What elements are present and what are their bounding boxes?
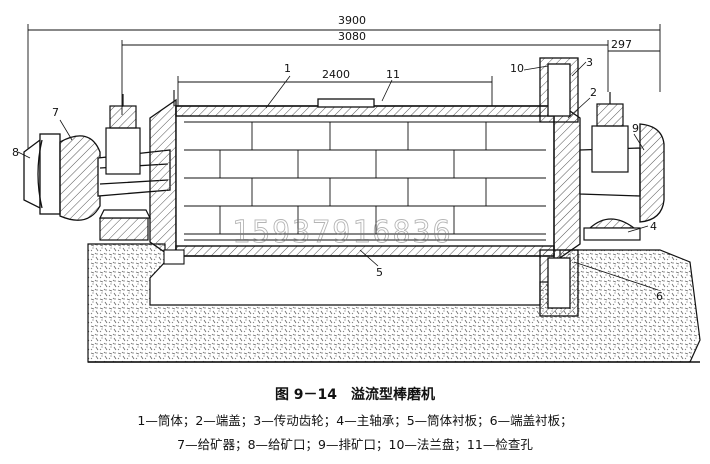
left-bearing xyxy=(99,94,151,241)
watermark-text: 15937916836 xyxy=(232,215,453,250)
shell-brackets xyxy=(163,90,185,265)
part-number-8: 8 xyxy=(12,146,19,159)
leader-lines xyxy=(17,61,659,291)
dimension-label: 297 xyxy=(611,38,632,51)
part-number-5: 5 xyxy=(376,266,383,279)
right-bearing xyxy=(583,92,641,241)
part-number-2: 2 xyxy=(590,86,597,99)
feed-end-cover xyxy=(149,98,177,262)
part-number-6: 6 xyxy=(656,290,663,303)
discharge-end-cover xyxy=(553,98,581,264)
part-number-4: 4 xyxy=(650,220,657,233)
rod-mill-drawing: 3900 3080 297 2400 xyxy=(12,14,701,363)
inspection-hole xyxy=(317,98,375,108)
dimension-label: 3080 xyxy=(338,30,366,43)
part-number-10: 10 xyxy=(510,62,524,75)
figure-legend-line-1: 1—筒体；2—端盖；3—传动齿轮；4—主轴承；5—筒体衬板；6—端盖衬板； xyxy=(137,413,573,428)
shell-liners xyxy=(184,121,546,241)
part-number-1: 1 xyxy=(284,62,291,75)
feed-inlet xyxy=(23,133,61,215)
figure-legend-line-2: 7—给矿器；8—给矿口；9—排矿口；10—法兰盘；11—检查孔 xyxy=(177,437,533,452)
drive-gear xyxy=(539,57,579,317)
dimension-lines xyxy=(27,24,661,150)
part-number-7: 7 xyxy=(52,106,59,119)
dimension-label: 3900 xyxy=(338,14,366,27)
dimension-label: 2400 xyxy=(322,68,350,81)
part-number-9: 9 xyxy=(632,122,639,135)
figure-title: 图 9－14 溢流型棒磨机 xyxy=(274,387,436,403)
part-number-3: 3 xyxy=(586,56,593,69)
part-number-11: 11 xyxy=(386,68,400,81)
